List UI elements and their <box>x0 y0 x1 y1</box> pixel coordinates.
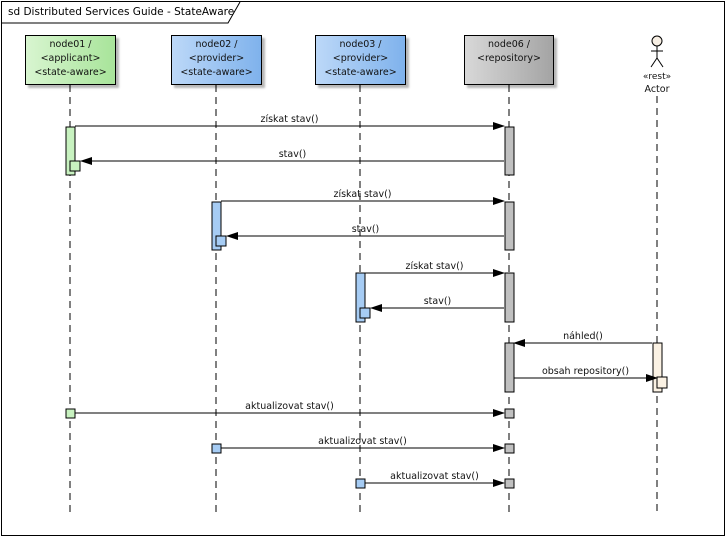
lifeline-role: <provider> <box>188 53 245 64</box>
message-label: stav() <box>424 296 452 307</box>
lifeline-stereotype: <state-aware> <box>180 67 253 78</box>
activation-point-node06[interactable] <box>504 408 515 419</box>
nested-activation-node01[interactable] <box>69 160 81 172</box>
message[interactable]: obsah repository() <box>514 366 658 382</box>
actor-stereotype: «rest» <box>642 72 672 82</box>
lifeline-role: <applicant> <box>40 53 101 64</box>
lifeline-name: node06 / <box>487 39 531 50</box>
frame-title: sd Distributed Services Guide - StateAwa… <box>8 6 235 18</box>
message[interactable]: náhled() <box>513 331 652 347</box>
message-label: aktualizovat stav() <box>318 436 407 447</box>
message-label: aktualizovat stav() <box>245 401 334 412</box>
activation-bar-node06[interactable] <box>504 272 515 323</box>
nested-activation-node03[interactable] <box>359 307 371 319</box>
frame-tab <box>2 2 241 24</box>
message-label: získat stav() <box>333 189 391 200</box>
message-label: aktualizovat stav() <box>390 471 479 482</box>
message-label: získat stav() <box>260 114 318 125</box>
activation-point-node02[interactable] <box>211 443 222 454</box>
lifeline-node06-header[interactable]: node06 / <repository> <box>464 35 554 85</box>
message-label: stav() <box>352 224 380 235</box>
activation-bar-node06[interactable] <box>504 342 515 393</box>
nested-activation-node02[interactable] <box>215 235 227 247</box>
lifeline-node03-header[interactable]: node03 / <provider> <state-aware> <box>315 35 406 85</box>
activation-point-node01[interactable] <box>65 408 76 419</box>
lifeline-node02-header[interactable]: node02 / <provider> <state-aware> <box>171 35 262 85</box>
message[interactable]: získat stav() <box>221 189 505 205</box>
activation-point-node06[interactable] <box>504 443 515 454</box>
message-label: náhled() <box>563 331 603 342</box>
message-label: stav() <box>279 149 307 160</box>
message-label: obsah repository() <box>542 366 629 377</box>
activation-bar-actor[interactable] <box>652 342 663 393</box>
lifeline-stereotype: <state-aware> <box>324 67 397 78</box>
activation-bar-node06[interactable] <box>504 126 515 176</box>
activation-bar-node06[interactable] <box>504 201 515 251</box>
activation-point-node06[interactable] <box>504 478 515 489</box>
message[interactable]: získat stav() <box>365 261 505 277</box>
nested-activation-actor[interactable] <box>656 376 668 389</box>
lifeline-node01-header[interactable]: node01 / <applicant> <state-aware> <box>25 35 116 85</box>
message[interactable]: aktualizovat stav() <box>75 401 505 417</box>
message[interactable]: aktualizovat stav() <box>365 471 505 487</box>
message-label: získat stav() <box>405 261 463 272</box>
message[interactable]: stav() <box>80 149 504 165</box>
lifeline-name: node01 / <box>49 39 92 50</box>
lifeline-name: node03 / <box>339 39 382 50</box>
lifeline-stereotype: <state-aware> <box>34 67 107 78</box>
activation-bar-node02[interactable] <box>211 201 222 251</box>
message[interactable]: stav() <box>370 296 504 312</box>
message[interactable]: aktualizovat stav() <box>221 436 505 452</box>
activation-bar-node03[interactable] <box>355 272 366 323</box>
lifeline-role: <repository> <box>477 53 541 64</box>
actor-icon[interactable] <box>650 35 664 68</box>
actor-name: Actor <box>644 84 670 95</box>
activation-bar-node01[interactable] <box>65 126 76 176</box>
message[interactable]: získat stav() <box>75 114 505 130</box>
lifeline-name: node02 / <box>195 39 238 50</box>
activation-point-node03[interactable] <box>355 478 366 489</box>
lifeline-role: <provider> <box>332 53 389 64</box>
message[interactable]: stav() <box>226 224 504 240</box>
